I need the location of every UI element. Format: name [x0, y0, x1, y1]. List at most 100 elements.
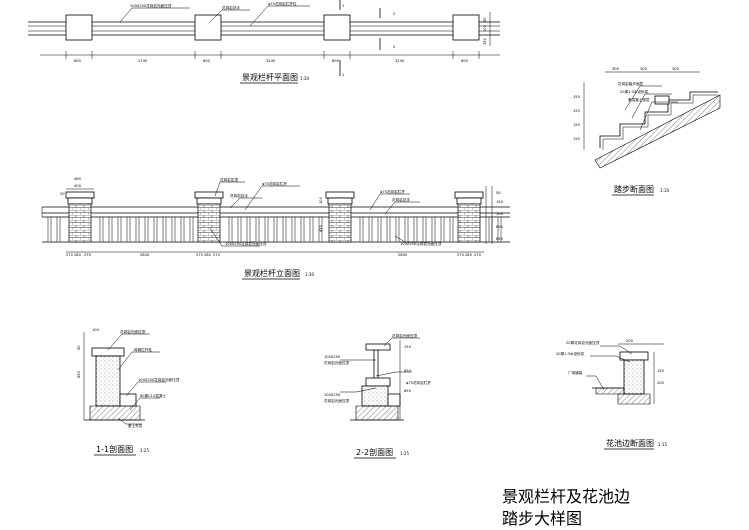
baluster-post [153, 216, 158, 243]
elev-note-coping: 100X250花岗岩光面压顶 [225, 241, 267, 246]
sec11-note-concrete: 80厚C15混凝土 [140, 393, 166, 398]
baluster-post [404, 216, 409, 243]
elev-dim-7: 2800 [398, 253, 408, 257]
elev-note-handrail-2: 花岗岩扶手 [392, 197, 410, 202]
section-mark-1-bottom: 1 [342, 73, 344, 77]
baluster-post [440, 216, 445, 243]
sheet-title-line-2: 踏步大样图 [502, 509, 582, 528]
sheet-title-line-1: 景观栏杆及花池边 [502, 487, 630, 506]
svg-text:650: 650 [496, 225, 504, 229]
step-section-view: 300 300 300 150 150 150 150 花岗岩踏步面层 20厚1… [573, 67, 721, 196]
brick-column-2 [194, 191, 224, 243]
plan-dim-0: 600 [74, 59, 82, 63]
baluster-post [126, 216, 131, 243]
brick-column-3 [325, 191, 355, 243]
brick-column-1 [65, 191, 95, 243]
svg-text:100: 100 [496, 212, 504, 216]
baluster-post [431, 216, 436, 243]
baluster-post [117, 216, 122, 243]
elev-dim-3: 2800 [140, 253, 150, 257]
title-sec22: 2-2剖面图 [356, 447, 393, 457]
railing-plan-view: 1 1 2 2 100X250花岗岩光面压顶 花岗岩扶手 φ75花岗岩栏杆柱 5… [28, 0, 500, 84]
scale-pool: 1:15 [658, 442, 667, 447]
svg-text:150: 150 [404, 345, 412, 349]
elev-note-coping-2: 100X250花岗岩光面压顶 [400, 241, 442, 246]
baluster-post [264, 216, 269, 243]
section-mark-2-bottom: 2 [393, 45, 395, 49]
svg-text:460: 460 [74, 177, 82, 181]
baluster-post [246, 216, 251, 243]
elev-dim-10: 270 [474, 253, 482, 257]
plan-note-baluster: φ75花岗岩栏杆柱 [268, 1, 297, 6]
title-step: 踏步断面图 [614, 184, 654, 194]
elev-dim-5: 280 [204, 253, 212, 257]
baluster-post [422, 216, 427, 243]
section-2-2-view: 150 650 850 100X250 花岗岩光面压顶 花岗岩光面压顶 φ75花… [324, 333, 431, 459]
baluster-post [108, 216, 113, 243]
svg-text:200: 200 [626, 339, 634, 343]
baluster-post [162, 216, 167, 243]
sec22-note-coping-2: 花岗岩光面压顶 [324, 398, 350, 403]
svg-text:50: 50 [60, 192, 65, 196]
svg-text:300: 300 [612, 67, 620, 71]
brick-column-4 [454, 191, 484, 243]
scale-step: 1:10 [660, 188, 669, 193]
plan-dim-4: 600 [332, 59, 340, 63]
svg-text:300: 300 [672, 67, 680, 71]
step-note-base: 素混凝土垫层 [628, 97, 650, 102]
elev-dim-6: 270 [213, 253, 221, 257]
elev-note-baluster-2: φ75花岗岩栏杆 [380, 189, 405, 194]
baluster-post [255, 216, 260, 243]
section-1-1-view: 100 50 650 花岗岩光面压顶 砖砌栏杆柱 100X250花岗岩光面压顶 … [77, 328, 180, 456]
plan-dim-3: 3240 [266, 59, 276, 63]
sec11-note-cap: 花岗岩光面压顶 [120, 329, 146, 334]
svg-text:650: 650 [404, 369, 412, 373]
railing-elevation-view: 460 400 50 花岗岩压顶 φ75花岗岩栏杆 花岗岩扶手 100X250花… [41, 177, 510, 280]
plan-dim-1: 2740 [138, 59, 148, 63]
baluster-post [144, 216, 149, 243]
sec22-note-dim: 100X250 [324, 355, 341, 359]
svg-text:850: 850 [496, 237, 504, 241]
baluster-post [189, 216, 194, 243]
baluster-post [413, 216, 418, 243]
baluster-post [282, 216, 287, 243]
svg-text:150: 150 [496, 200, 504, 204]
baluster-post [135, 216, 140, 243]
svg-text:150: 150 [483, 37, 487, 45]
title-plan: 景观栏杆平面图 [242, 72, 298, 82]
baluster-post [273, 216, 278, 243]
sec11-note-coping: 100X250花岗岩光面压顶 [138, 377, 180, 382]
elev-note-handrail: 花岗岩扶手 [230, 193, 248, 198]
sec22-note-cap: 花岗岩光面压顶 [392, 333, 418, 338]
baluster-post [386, 216, 391, 243]
section-mark-1-top: 1 [342, 4, 344, 8]
svg-text:50: 50 [483, 17, 487, 22]
svg-text:100: 100 [92, 328, 100, 332]
pool-note-cap: 20厚花岗岩光面压顶 [566, 340, 600, 345]
svg-text:150: 150 [657, 369, 665, 373]
section-mark-2-top: 2 [393, 12, 395, 16]
elev-note-cap: 花岗岩压顶 [220, 177, 238, 182]
plan-dim-2: 600 [203, 59, 211, 63]
scale-sec11: 1:25 [140, 448, 149, 453]
svg-text:150: 150 [573, 137, 581, 141]
elev-dim-2: 270 [84, 253, 92, 257]
sec11-note-column: 砖砌栏杆柱 [134, 347, 152, 352]
title-elevation: 景观栏杆立面图 [244, 268, 300, 278]
baluster-post [377, 216, 382, 243]
baluster-row [47, 216, 502, 243]
svg-text:200: 200 [657, 381, 665, 385]
scale-elevation: 1:30 [305, 272, 314, 277]
baluster-post [171, 216, 176, 243]
step-note-mortar: 20厚1:3水泥砂浆 [620, 89, 649, 94]
svg-text:400: 400 [74, 184, 82, 188]
svg-text:100: 100 [483, 24, 487, 32]
elev-dim-8: 270 [457, 253, 465, 257]
baluster-post [237, 216, 242, 243]
baluster-post [318, 216, 323, 243]
baluster-post [300, 216, 305, 243]
pool-note-mortar: 20厚1:3水泥砂浆 [556, 351, 585, 356]
svg-text:150: 150 [573, 123, 581, 127]
plan-note-coping: 100X250花岗岩光面压顶 [130, 3, 172, 8]
